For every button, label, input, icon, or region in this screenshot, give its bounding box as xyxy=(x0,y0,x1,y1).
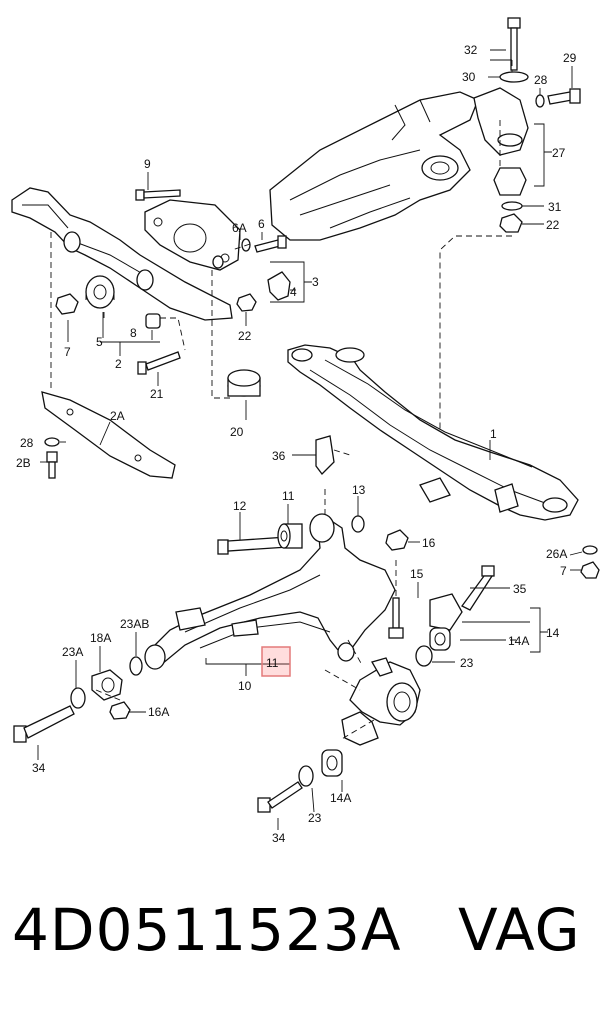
washer-28 xyxy=(44,437,60,447)
washer-23-lower xyxy=(298,765,314,787)
callout-2A: 2A xyxy=(110,409,125,423)
callout-2B: 2B xyxy=(16,456,31,470)
wheel-hub xyxy=(341,657,421,746)
callout-21: 21 xyxy=(150,387,164,401)
callout-26A: 26A xyxy=(546,547,567,561)
callout-11-top: 11 xyxy=(282,489,295,503)
callout-14: 14 xyxy=(546,626,560,640)
callout-28-left: 28 xyxy=(20,436,34,450)
part-number: 4D0511523A xyxy=(12,896,402,964)
callout-34-lower: 34 xyxy=(272,831,286,845)
callout-36: 36 xyxy=(272,449,286,463)
washer-13 xyxy=(351,515,365,533)
highlighted-part-box xyxy=(261,646,291,677)
differential-housing xyxy=(269,91,479,241)
clip-36 xyxy=(315,435,335,475)
callout-14A-right: 14A xyxy=(508,634,529,648)
callout-7-left: 7 xyxy=(64,345,71,359)
callout-20: 20 xyxy=(230,425,244,439)
callout-11-highlighted: 11 xyxy=(266,656,279,670)
bushing-11 xyxy=(277,523,303,549)
bushing-20 xyxy=(227,369,261,397)
bolt-35 xyxy=(461,565,495,611)
nut-7 xyxy=(55,293,79,315)
mounting-carrier-left xyxy=(11,187,233,321)
bushing-14A xyxy=(321,749,343,777)
bolt-2B xyxy=(46,451,58,479)
bracket-14 xyxy=(429,593,463,651)
clamp-18A xyxy=(91,669,123,701)
callout-32: 32 xyxy=(464,43,478,57)
callout-5: 5 xyxy=(96,335,103,349)
bolt-34-left xyxy=(13,705,75,743)
callout-23AB: 23AB xyxy=(120,617,149,631)
nut-16 xyxy=(385,529,409,551)
callout-13: 13 xyxy=(352,483,366,497)
callout-4: 4 xyxy=(290,285,297,299)
bolt-32 xyxy=(507,17,521,71)
control-arm-10 xyxy=(144,513,396,670)
exploded-parts-diagram: 1 2 2A 2B 3 4 5 6 6A 7 7 8 9 10 11 11 12… xyxy=(11,17,600,845)
footer: 4D0511523A VAG xyxy=(0,880,600,1010)
callout-12: 12 xyxy=(233,499,247,513)
bolt-12 xyxy=(217,536,289,555)
callout-34-left: 34 xyxy=(32,761,46,775)
bolt-21 xyxy=(137,351,181,375)
brand-label: VAG xyxy=(458,896,581,964)
callout-35: 35 xyxy=(513,582,527,596)
callout-27: 27 xyxy=(552,146,566,160)
callout-1: 1 xyxy=(490,427,497,441)
callout-6A: 6A xyxy=(232,221,247,235)
bolt-9 xyxy=(135,189,181,201)
bolt-29 xyxy=(547,88,581,105)
bracket-plate xyxy=(144,199,241,271)
nut-22-right xyxy=(499,213,523,233)
callout-15: 15 xyxy=(410,567,424,581)
callout-labels: 1 2 2A 2B 3 4 5 6 6A 7 7 8 9 10 11 11 12… xyxy=(16,43,577,845)
washer-28-top xyxy=(535,94,545,108)
subframe-1 xyxy=(287,344,579,521)
callout-9: 9 xyxy=(144,157,151,171)
callout-29: 29 xyxy=(563,51,577,65)
callout-6: 6 xyxy=(258,217,265,231)
washer-26A xyxy=(582,545,598,555)
callout-30: 30 xyxy=(462,70,476,84)
bracket-2A xyxy=(41,391,176,479)
washer-23AB xyxy=(129,656,143,676)
mount-bracket-27 xyxy=(473,87,529,196)
callout-23A: 23A xyxy=(62,645,83,659)
bolt-15 xyxy=(388,597,404,639)
washer-3 xyxy=(212,255,224,269)
callout-3: 3 xyxy=(312,275,319,289)
callout-28-top: 28 xyxy=(534,73,548,87)
callout-2: 2 xyxy=(115,357,122,371)
callout-23-right: 23 xyxy=(460,656,474,670)
callout-31: 31 xyxy=(548,200,562,214)
nut-16A xyxy=(109,701,131,720)
callout-7-right: 7 xyxy=(560,564,567,578)
callout-14A-lower: 14A xyxy=(330,791,351,805)
bolt-6 xyxy=(254,235,287,253)
washer-23A xyxy=(70,687,86,709)
bolt-34-lower xyxy=(257,781,303,813)
nut-7-right xyxy=(580,561,600,579)
bush-8 xyxy=(145,313,161,329)
washer-30 xyxy=(499,71,529,83)
clip-4 xyxy=(267,271,291,301)
callout-10: 10 xyxy=(238,679,252,693)
washer-31 xyxy=(501,201,523,211)
bushing-5 xyxy=(85,275,115,309)
callout-16A: 16A xyxy=(148,705,169,719)
callout-23-lower: 23 xyxy=(308,811,322,825)
washer-23-right xyxy=(415,645,433,667)
callout-18A: 18A xyxy=(90,631,111,645)
callout-22-left: 22 xyxy=(238,329,252,343)
callout-16: 16 xyxy=(422,536,436,550)
callout-22-right: 22 xyxy=(546,218,560,232)
callout-8: 8 xyxy=(130,326,137,340)
nut-22 xyxy=(236,293,257,312)
